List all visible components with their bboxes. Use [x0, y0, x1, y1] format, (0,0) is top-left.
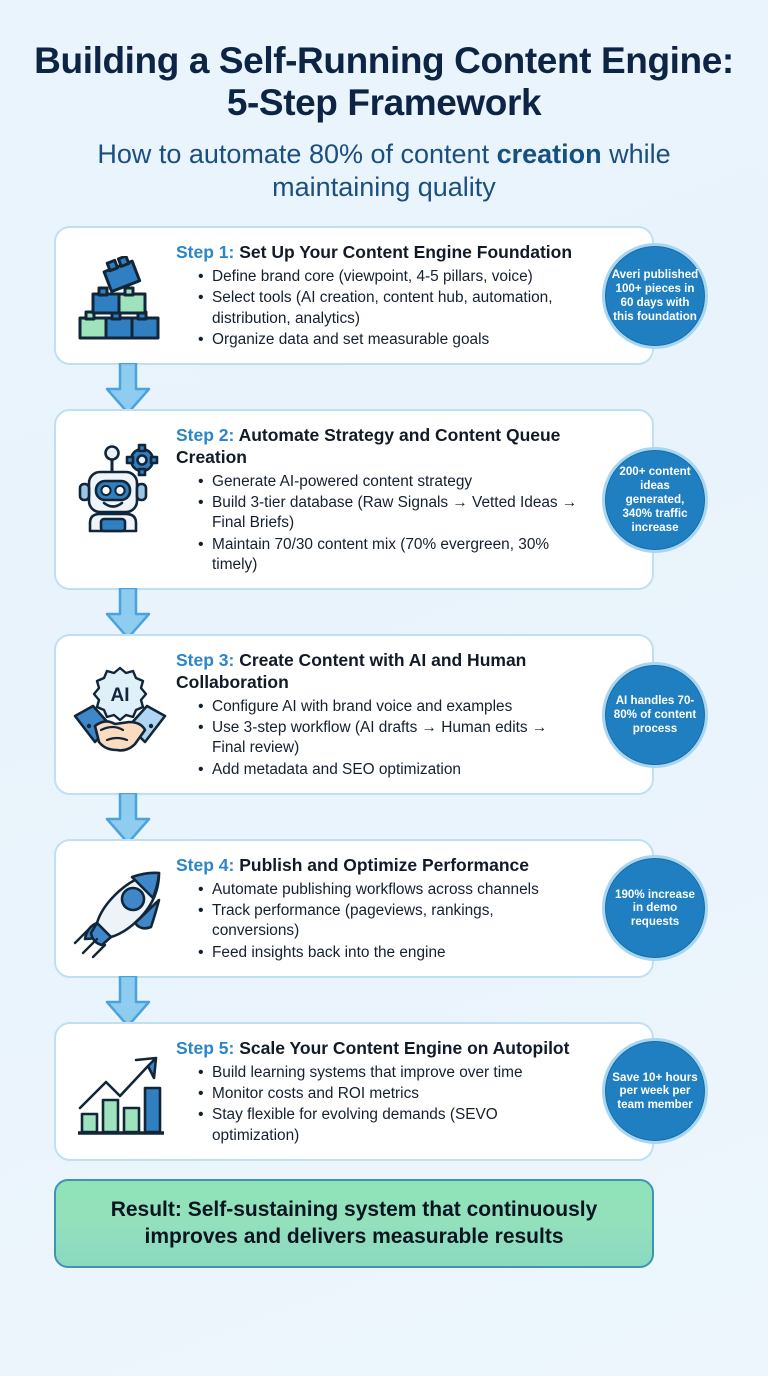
- building-blocks-icon: [64, 240, 176, 346]
- step-body-5: Step 5: Scale Your Content Engine on Aut…: [176, 1036, 642, 1147]
- step-bullets-2: Generate AI-powered content strategy Bui…: [176, 471, 578, 576]
- robot-icon: [64, 423, 176, 533]
- list-item: Build learning systems that improve over…: [198, 1062, 578, 1083]
- step-label-3: Step 3:: [176, 650, 235, 671]
- status-badge: Save 10+ hours per week per team member: [602, 1038, 708, 1145]
- step-title-1: Set Up Your Content Engine Foundation: [234, 242, 573, 263]
- list-item: Maintain 70/30 content mix (70% evergree…: [198, 534, 578, 576]
- connector-arrow-3: [54, 792, 654, 845]
- list-item: Define brand core (viewpoint, 4-5 pillar…: [198, 266, 578, 287]
- list-item: Use 3-step workflow (AI drafts → Human e…: [198, 717, 578, 759]
- status-badge: AI handles 70-80% of content process: [602, 661, 708, 768]
- step-card-4: Step 4: Publish and Optimize Performance…: [54, 838, 708, 978]
- list-item: Configure AI with brand voice and exampl…: [198, 696, 578, 717]
- step-label-4: Step 4:: [176, 854, 235, 875]
- step-heading-2: Step 2: Automate Strategy and Content Qu…: [176, 425, 578, 468]
- page-subtitle: How to automate 80% of content creation …: [34, 138, 734, 204]
- list-item: Feed insights back into the engine: [198, 942, 578, 963]
- step-label-1: Step 1:: [176, 242, 235, 263]
- result-section: Result: Self-sustaining system that cont…: [0, 1169, 768, 1269]
- subtitle-part-2: while maintaining quality: [272, 139, 671, 203]
- step-label-5: Step 5:: [176, 1037, 235, 1058]
- step-title-2: Automate Strategy and Content Queue Crea…: [176, 425, 561, 467]
- infographic-header: Building a Self-Running Content Engine: …: [0, 0, 768, 204]
- step-card-3: AI Step 3: Create Content with AI and Hu…: [54, 634, 708, 795]
- step-heading-5: Step 5: Scale Your Content Engine on Aut…: [176, 1038, 578, 1060]
- step-bullets-4: Automate publishing workflows across cha…: [176, 879, 578, 963]
- list-item: Automate publishing workflows across cha…: [198, 879, 578, 900]
- step-heading-1: Step 1: Set Up Your Content Engine Found…: [176, 242, 578, 264]
- svg-text:AI: AI: [111, 685, 130, 706]
- steps-list: Step 1: Set Up Your Content Engine Found…: [0, 226, 768, 1161]
- subtitle-part-1: How to automate 80% of content: [97, 139, 497, 170]
- list-item: Build 3-tier database (Raw Signals → Vet…: [198, 492, 578, 534]
- step-body-2: Step 2: Automate Strategy and Content Qu…: [176, 423, 642, 576]
- list-item: Add metadata and SEO optimization: [198, 759, 578, 780]
- result-banner: Result: Self-sustaining system that cont…: [54, 1178, 654, 1269]
- list-item: Monitor costs and ROI metrics: [198, 1083, 578, 1104]
- step-card-5: Step 5: Scale Your Content Engine on Aut…: [54, 1021, 708, 1161]
- step-title-5: Scale Your Content Engine on Autopilot: [234, 1037, 570, 1058]
- step-bullets-5: Build learning systems that improve over…: [176, 1062, 578, 1146]
- list-item: Select tools (AI creation, content hub, …: [198, 287, 578, 329]
- list-item: Track performance (pageviews, rankings, …: [198, 900, 578, 942]
- step-heading-4: Step 4: Publish and Optimize Performance: [176, 855, 578, 877]
- step-heading-3: Step 3: Create Content with AI and Human…: [176, 650, 578, 693]
- page-title: Building a Self-Running Content Engine: …: [34, 40, 734, 124]
- rocket-icon: [64, 853, 176, 959]
- step-body-3: Step 3: Create Content with AI and Human…: [176, 648, 642, 781]
- list-item: Generate AI-powered content strategy: [198, 471, 578, 492]
- status-badge: 190% increase in demo requests: [602, 855, 708, 962]
- step-body-4: Step 4: Publish and Optimize Performance…: [176, 853, 642, 964]
- handshake-ai-icon: AI: [64, 648, 176, 756]
- step-body-1: Step 1: Set Up Your Content Engine Found…: [176, 240, 642, 351]
- step-bullets-3: Configure AI with brand voice and exampl…: [176, 696, 578, 780]
- status-badge: 200+ content ideas generated, 340% traff…: [602, 446, 708, 553]
- step-title-4: Publish and Optimize Performance: [234, 854, 530, 875]
- connector-arrow-4: [54, 975, 654, 1028]
- step-title-3: Create Content with AI and Human Collabo…: [176, 650, 527, 692]
- step-bullets-1: Define brand core (viewpoint, 4-5 pillar…: [176, 266, 578, 350]
- step-card-2: Step 2: Automate Strategy and Content Qu…: [54, 409, 708, 591]
- connector-arrow-2: [54, 588, 654, 640]
- list-item: Stay flexible for evolving demands (SEVO…: [198, 1104, 578, 1146]
- growth-chart-icon: [64, 1036, 176, 1140]
- step-label-2: Step 2:: [176, 425, 235, 446]
- connector-arrow-1: [54, 363, 654, 415]
- status-badge: Averi published 100+ pieces in 60 days w…: [602, 242, 708, 349]
- list-item: Organize data and set measurable goals: [198, 329, 578, 350]
- step-card-1: Step 1: Set Up Your Content Engine Found…: [54, 226, 708, 366]
- subtitle-emphasis: creation: [496, 139, 602, 170]
